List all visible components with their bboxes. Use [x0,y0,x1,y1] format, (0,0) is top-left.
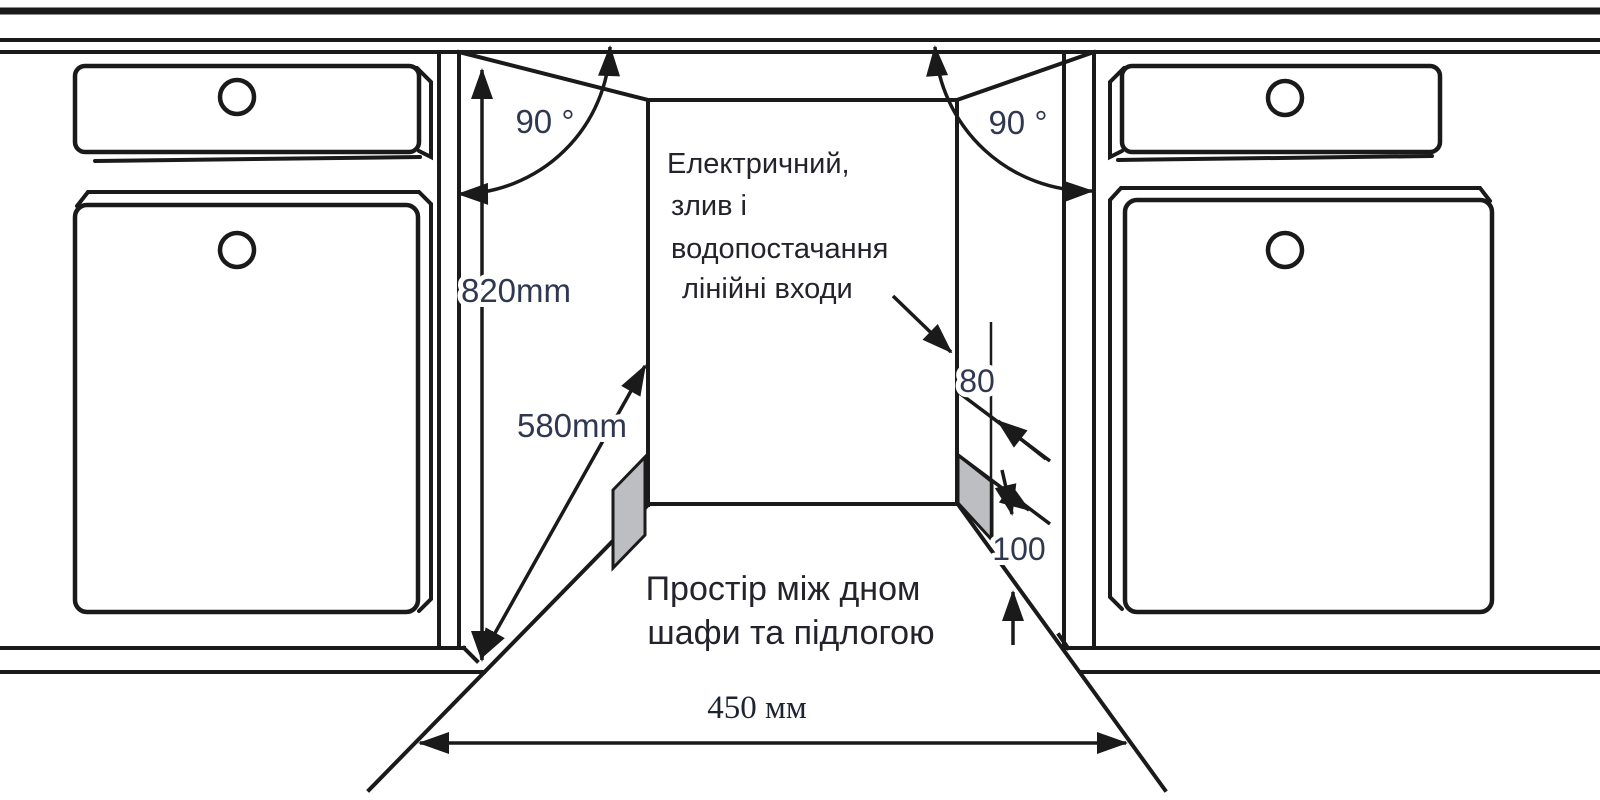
right-door-bevel [1108,186,1492,611]
right-drawer-bevel [1108,66,1126,161]
door-swing-arc-right [926,45,1094,203]
services-note-line-2: злив і [671,190,747,222]
right-cabinet [1056,50,1600,674]
offset-label-80: 80 [959,363,995,399]
arrow-80-up [996,419,1048,461]
left-door-bevel [75,190,433,613]
right-drawer-bottom-shadow [1116,154,1434,162]
services-note-line-3: водопостачання [671,233,888,265]
left-drawer-bevel [415,66,433,161]
countertop [0,7,1600,54]
left-door-knob [217,230,257,270]
left-drawer-knob [217,77,257,117]
depth-label-580mm: 580mm [517,407,627,444]
floor-gap-note-line-2: шафи та підлогою [647,614,934,652]
niche-ceiling-right-slant [954,49,1097,103]
width-label-450mm: 450 мм [707,690,807,726]
left-cabinet-bottom-step [461,645,480,664]
services-note-line-4: лінійні входи [682,273,853,305]
left-cabinet [0,50,486,674]
service-entry-arrow [891,294,953,354]
dimension-line-580 [479,364,647,660]
left-drawer-bottom-shadow [93,155,422,163]
angle-label-right: 90 ° [988,104,1047,141]
plinth-side-panel-left [611,453,647,572]
niche-floor-right-edge [954,500,1168,793]
right-door-knob [1265,230,1305,270]
right-cabinet-bottom-step [1056,632,1071,651]
arrow-100-down [994,469,1017,516]
floor-gap-note-line-1: Простір між дном [646,570,921,608]
right-drawer-knob [1265,78,1305,118]
labels: 90 ° 90 ° 820mm 580mm 80 100 450 мм Елек… [456,98,1053,730]
clearance-label-100: 100 [992,531,1045,567]
floor-gap-note: Простір між дном шафи та підлогою [646,570,935,652]
height-label-820mm: 820mm [461,272,571,309]
dimensions [418,45,1128,754]
services-note: Електричний, злив і водопостачання ліній… [667,148,888,305]
right-door-front [1122,197,1495,615]
left-door-front [72,202,421,615]
services-note-line-1: Електричний, [667,148,850,180]
niche-ceiling-left-slant [456,49,651,103]
angle-label-left: 90 ° [515,103,574,140]
